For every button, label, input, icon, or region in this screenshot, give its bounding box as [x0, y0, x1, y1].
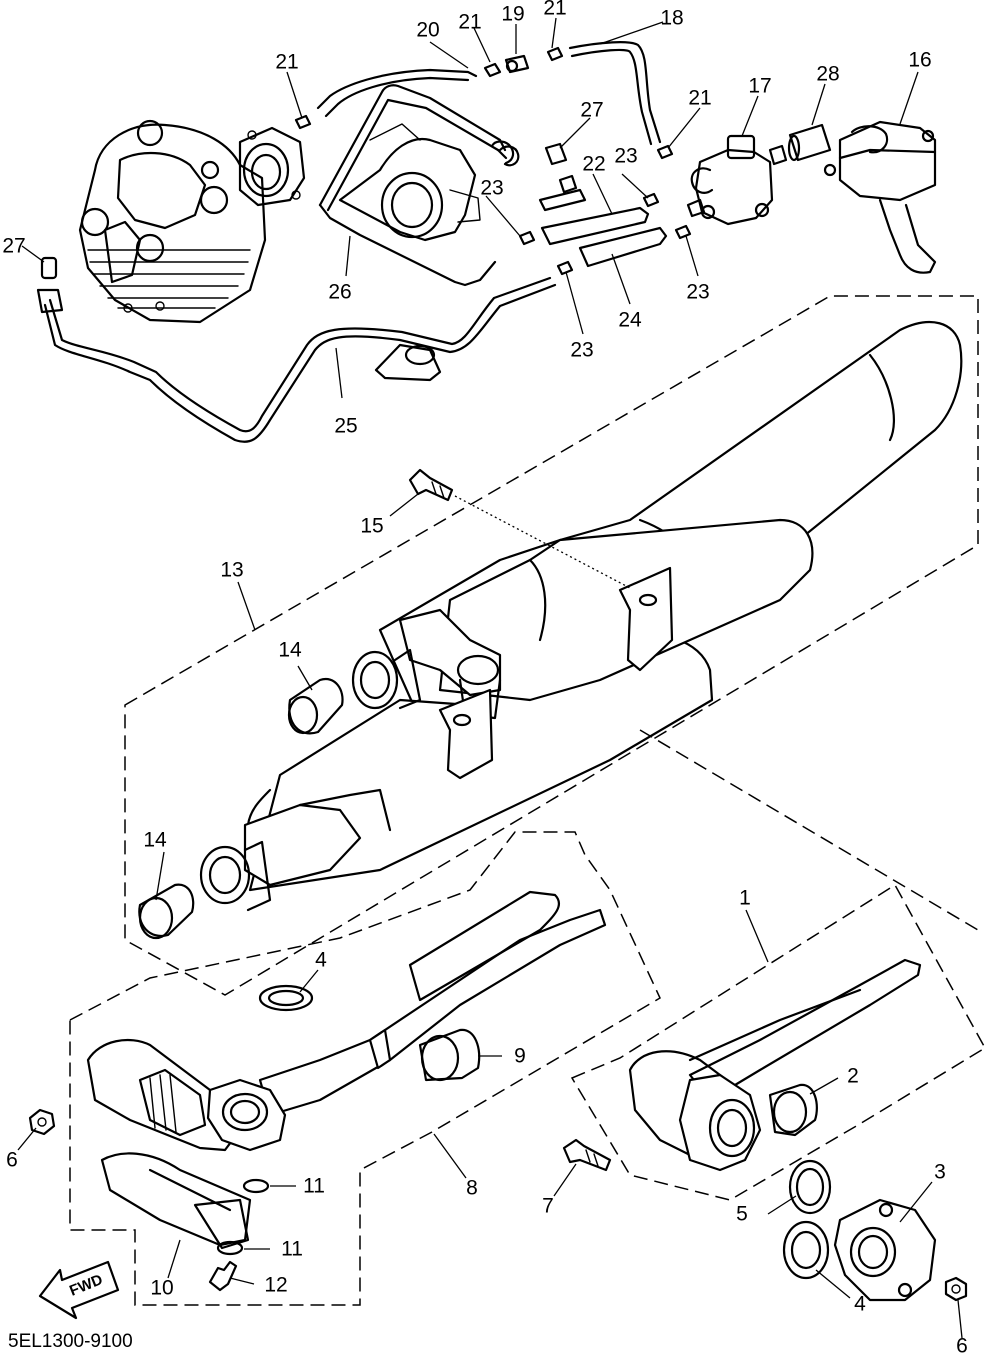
nut-6-right [944, 1276, 968, 1302]
callout-4: 4 [315, 949, 327, 972]
assembly-outlines [69, 295, 985, 1306]
callout-25: 25 [334, 415, 357, 438]
muffler-assembly [138, 321, 963, 940]
callout-16: 16 [908, 49, 931, 72]
callout-23: 23 [614, 145, 637, 168]
nut-6-left [28, 1108, 56, 1136]
washers-11 [216, 1178, 270, 1256]
callout-9: 9 [514, 1045, 526, 1068]
gasket-4-right [782, 1220, 830, 1280]
callout-6: 6 [956, 1335, 968, 1357]
callout-11: 11 [281, 1238, 303, 1261]
pipe-bracket [374, 343, 442, 382]
callout-10: 10 [150, 1277, 173, 1300]
joint-2 [768, 1083, 818, 1137]
flange-3 [833, 1198, 937, 1302]
callout-21: 21 [275, 51, 298, 74]
air-induction-bracket [318, 84, 507, 287]
callout-21: 21 [688, 87, 711, 110]
bolt-15 [408, 468, 454, 502]
callout-21: 21 [543, 0, 566, 20]
bolt-7 [562, 1138, 612, 1172]
callout-28: 28 [816, 63, 839, 86]
callout-17: 17 [748, 75, 771, 98]
callout-19: 19 [501, 3, 524, 26]
callout-23: 23 [570, 339, 593, 362]
callout-12: 12 [264, 1274, 287, 1297]
callout-4: 4 [854, 1293, 866, 1316]
leader-lines [17, 17, 963, 1339]
exhaust-pipe-front [86, 890, 607, 1250]
hose-28 [787, 123, 832, 162]
air-filter-case [823, 120, 937, 274]
callout-23: 23 [686, 281, 709, 304]
gasket-4-left [258, 984, 314, 1012]
callout-8: 8 [466, 1177, 478, 1200]
screw-12 [208, 1260, 238, 1292]
callout-27: 27 [580, 99, 603, 122]
air-hoses [36, 41, 668, 443]
callout-3: 3 [934, 1161, 946, 1184]
callout-2: 2 [847, 1065, 859, 1088]
diagram-code: 5EL1300-9100 [8, 1331, 133, 1352]
joint-9 [418, 1028, 481, 1082]
engine-cylinder-head [78, 119, 306, 324]
exhaust-pipe-rear [628, 958, 922, 1172]
callout-20: 20 [416, 19, 439, 42]
callout-22: 22 [582, 153, 605, 176]
callout-18: 18 [660, 7, 683, 30]
callout-14: 14 [143, 829, 167, 852]
fwd-arrow-icon: FWD [38, 1260, 120, 1320]
callout-15: 15 [360, 515, 383, 538]
callout-24: 24 [618, 309, 642, 332]
callout-6: 6 [6, 1149, 18, 1172]
callout-21: 21 [458, 11, 481, 34]
callout-11: 11 [303, 1175, 325, 1198]
callout-26: 26 [328, 281, 351, 304]
callout-27: 27 [2, 235, 25, 258]
callout-7: 7 [542, 1195, 554, 1218]
callout-14: 14 [278, 639, 302, 662]
hose-clips [294, 46, 692, 276]
air-cut-off-valve [686, 134, 788, 226]
gasket-5 [788, 1159, 832, 1215]
callout-1: 1 [739, 887, 751, 910]
callout-5: 5 [736, 1203, 748, 1226]
callout-23: 23 [480, 177, 503, 200]
callout-13: 13 [220, 559, 243, 582]
